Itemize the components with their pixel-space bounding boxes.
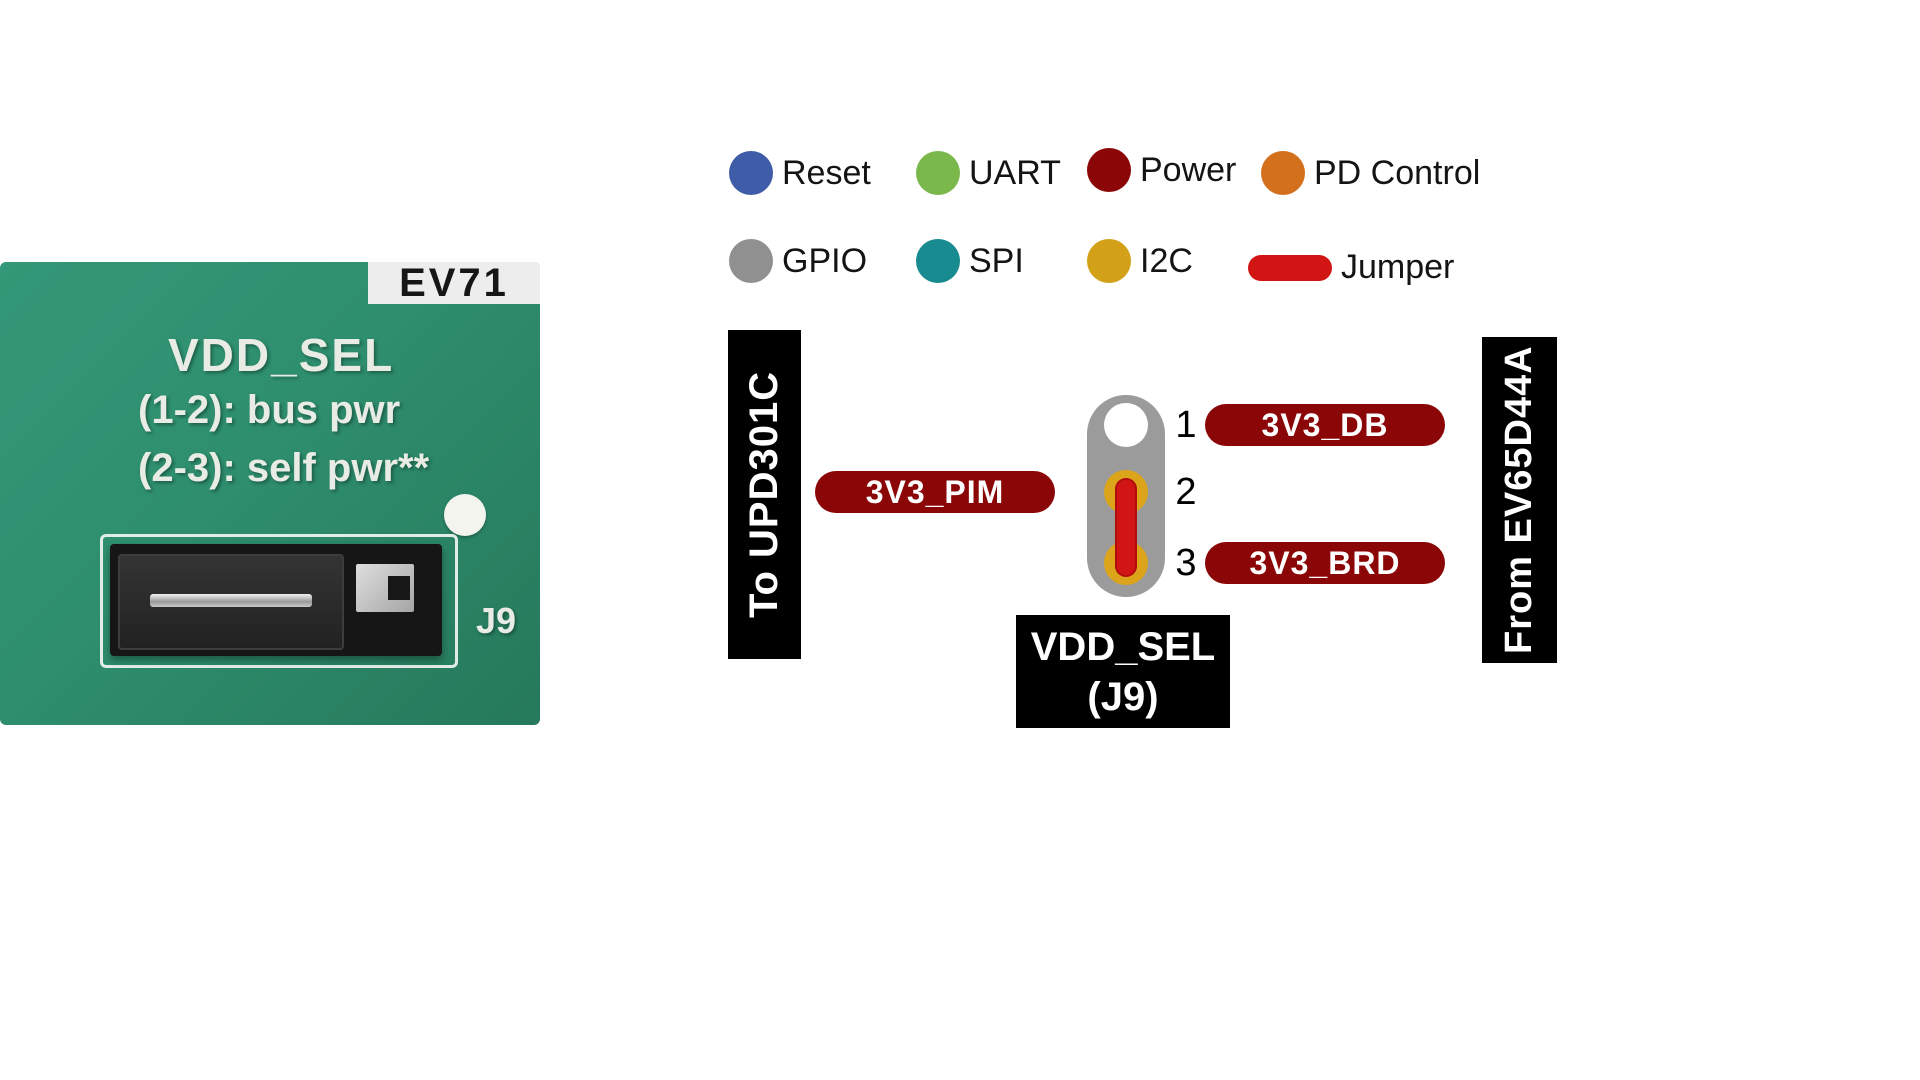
connector-title-line1: VDD_SEL xyxy=(1030,624,1216,669)
legend-label: PD Control xyxy=(1314,153,1481,192)
silkscreen-line1: (1-2): bus pwr xyxy=(138,388,401,432)
pin-number-1: 1 xyxy=(1175,404,1197,446)
legend-label: UART xyxy=(969,153,1061,192)
silkscreen-outline xyxy=(100,534,458,668)
legend-item-reset: Reset xyxy=(729,151,871,195)
legend-item-uart: UART xyxy=(916,151,1061,195)
net-pill-3v3-db: 3V3_DB xyxy=(1205,404,1445,446)
legend-label: Reset xyxy=(782,153,871,192)
gpio-color-icon xyxy=(729,239,773,283)
pin-1-open xyxy=(1104,403,1148,447)
reset-color-icon xyxy=(729,151,773,195)
connector-title-box: VDD_SEL (J9) xyxy=(1016,615,1230,728)
net-pill-3v3-brd: 3V3_BRD xyxy=(1205,542,1445,584)
power-color-icon xyxy=(1087,148,1131,192)
legend-label: Jumper xyxy=(1341,248,1455,286)
spi-color-icon xyxy=(916,239,960,283)
from-ev65d44a-bar: From EV65D44A xyxy=(1482,337,1557,663)
legend-label: SPI xyxy=(969,241,1024,280)
to-upd301c-bar: To UPD301C xyxy=(728,330,801,659)
silkscreen-line2: (2-3): self pwr** xyxy=(138,446,430,490)
uart-color-icon xyxy=(916,151,960,195)
board-corner-text: EV71 xyxy=(399,262,509,305)
pin3-pad xyxy=(356,564,414,612)
jumper-cap xyxy=(118,554,344,650)
legend-item-spi: SPI xyxy=(916,239,1024,283)
legend-label: Power xyxy=(1140,150,1237,189)
jumper-color-icon xyxy=(1248,254,1332,281)
silkscreen-title: VDD_SEL xyxy=(168,329,395,381)
fiducial-dot xyxy=(444,494,486,536)
pcb-photo: EV71 VDD_SEL (1-2): bus pwr (2-3): self … xyxy=(0,262,540,725)
legend-label: GPIO xyxy=(782,241,868,280)
legend-item-power: Power xyxy=(1087,148,1236,192)
jumper-pin-metal xyxy=(150,594,312,607)
pd-control-color-icon xyxy=(1261,151,1305,195)
i2c-color-icon xyxy=(1087,239,1131,283)
connector-title-line2: (J9) xyxy=(1087,674,1159,719)
jumper-2-3-icon xyxy=(1115,478,1137,577)
legend-item-pd-control: PD Control xyxy=(1261,151,1480,195)
legend-label: I2C xyxy=(1140,241,1193,280)
board-corner-label: EV71 xyxy=(368,262,540,305)
legend-item-gpio: GPIO xyxy=(729,239,867,283)
jumper-header-photo xyxy=(110,544,442,656)
legend-item-i2c: I2C xyxy=(1087,239,1193,283)
j9-connector xyxy=(1087,395,1165,597)
legend-item-jumper: Jumper xyxy=(1248,248,1454,287)
pin-number-3: 3 xyxy=(1175,542,1197,584)
pin-number-2: 2 xyxy=(1175,471,1197,513)
pin3-hole xyxy=(388,576,410,600)
refdes-label: J9 xyxy=(476,600,517,641)
net-pill-3v3-pim: 3V3_PIM xyxy=(815,471,1055,513)
